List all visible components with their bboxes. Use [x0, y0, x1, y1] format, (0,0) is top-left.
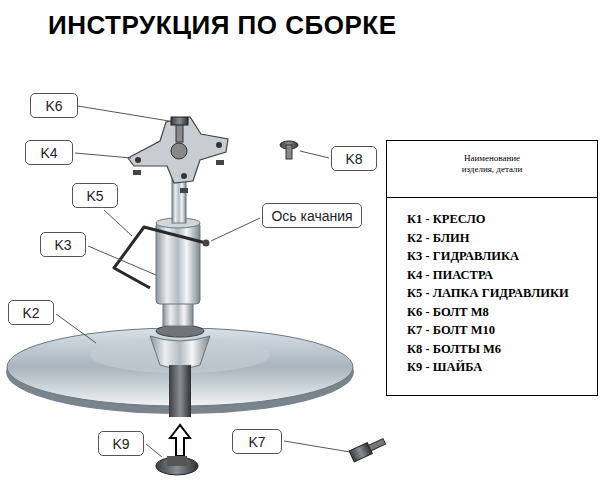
- lever-wire: [114, 227, 206, 288]
- part-name: К7 - БОЛТ М10: [407, 321, 591, 340]
- part-name: К9 - ШАЙБА: [407, 358, 591, 377]
- up-arrow: [170, 425, 190, 456]
- part-name: К6 - БОЛТ М8: [407, 303, 591, 322]
- callout-box: K4: [25, 140, 73, 165]
- bolt-thread: [286, 145, 292, 159]
- leader-line: [78, 106, 169, 121]
- plate-hole: [135, 157, 141, 163]
- callout-number: K8: [345, 151, 362, 167]
- stem: [169, 365, 191, 417]
- leader-line: [75, 153, 131, 158]
- axis-label: Ось качания: [271, 208, 352, 224]
- table-header: Наименование изделия, детали: [447, 153, 537, 176]
- part-name: К2 - БЛИН: [407, 229, 591, 248]
- washer: [156, 457, 198, 475]
- callout-number: K9: [112, 436, 129, 452]
- leader-line: [300, 151, 329, 158]
- leader-line: [284, 441, 350, 452]
- screw: [216, 160, 224, 165]
- title: ИНСТРУКЦИЯ ПО СБОРКЕ: [48, 10, 396, 41]
- callout-number: K3: [54, 237, 71, 253]
- part-name: К8 - БОЛТЫ М6: [407, 340, 591, 359]
- callout-number: K2: [22, 305, 39, 321]
- part-name: К1 - КРЕСЛО: [407, 210, 591, 229]
- parts-table: Наименование изделия, деталиК1 - КРЕСЛОК…: [386, 140, 598, 396]
- part-name: К5 - ЛАПКА ГИДРАВЛИКИ: [407, 284, 591, 303]
- disc-hub: [150, 336, 210, 369]
- callout-number: K6: [45, 98, 62, 114]
- callout-number: K5: [86, 188, 103, 204]
- screw: [133, 170, 141, 175]
- part-name: К3 - ГИДРАВЛИКА: [407, 247, 591, 266]
- callout-box: K7: [232, 429, 282, 454]
- callout-box: Ось качания: [262, 203, 362, 228]
- leader-line: [88, 246, 156, 275]
- pivot: [203, 240, 210, 247]
- leader-line: [56, 314, 96, 343]
- table-body-cell: К1 - КРЕСЛОК2 - БЛИНК3 - ГИДРАВЛИКАК4 - …: [387, 198, 597, 385]
- callout-box: K3: [40, 232, 86, 257]
- callout-box: K2: [8, 300, 54, 325]
- washer-top: [167, 456, 187, 466]
- leader-line: [211, 218, 260, 241]
- bolt-thread: [369, 439, 386, 451]
- leader-line: [146, 444, 162, 457]
- plate: [128, 117, 228, 183]
- bolt-thread: [176, 124, 183, 142]
- table-header-cell: Наименование изделия, детали: [387, 141, 597, 198]
- callout-box: K8: [331, 146, 377, 171]
- plate-center: [171, 143, 187, 159]
- callout-number: K7: [248, 434, 265, 450]
- callout-box: K5: [72, 183, 118, 208]
- callout-number: K4: [40, 145, 57, 161]
- bolt-head: [171, 117, 188, 125]
- hub-ring: [156, 325, 204, 337]
- plate-hole: [216, 142, 222, 148]
- callout-box: K9: [98, 431, 144, 456]
- part-name: К4 - ПИАСТРА: [407, 266, 591, 285]
- plate-hole: [181, 173, 187, 179]
- callout-box: K6: [30, 93, 78, 118]
- screw: [180, 188, 188, 193]
- leader-line: [104, 210, 132, 236]
